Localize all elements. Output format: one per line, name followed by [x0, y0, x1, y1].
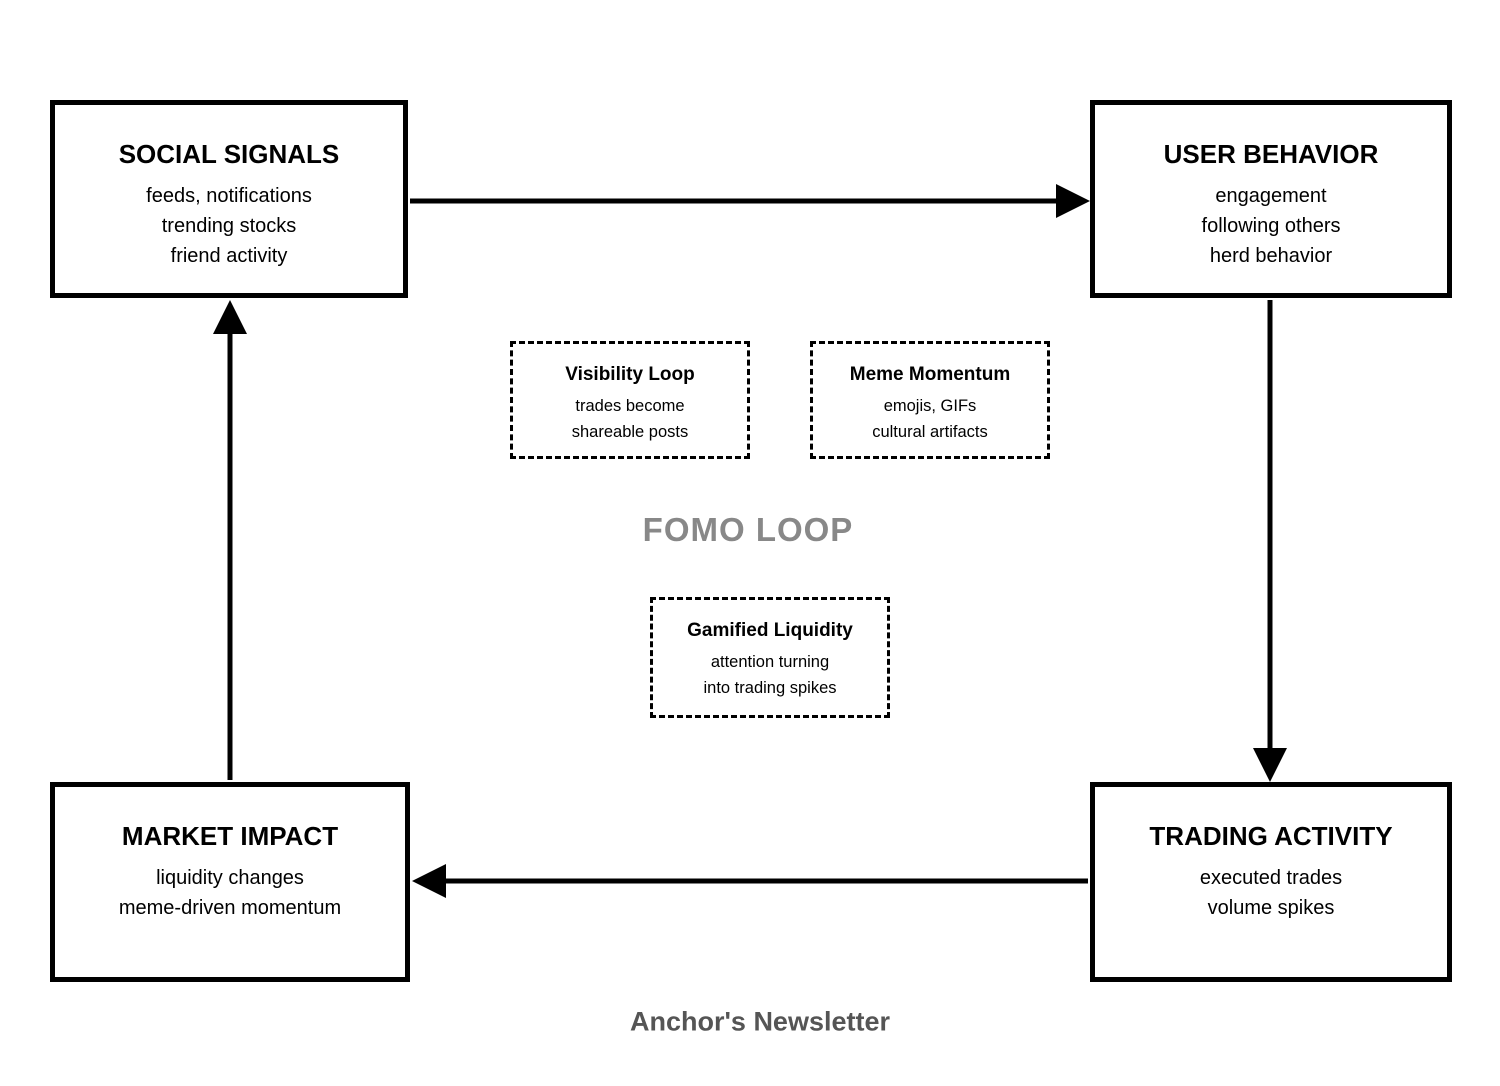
arrow-social-to-user — [410, 184, 1090, 218]
diagram-center-label: FOMO LOOP — [642, 511, 854, 548]
node-user-behavior: USER BEHAVIOR engagement following other… — [1090, 100, 1452, 298]
arrow-trading-to-market — [412, 864, 1088, 898]
annotation-meme-momentum-line: emojis, GIFs — [883, 397, 977, 415]
annotation-gamified-liquidity-title: Gamified Liquidity — [687, 620, 853, 641]
node-user-behavior-line: following others — [1201, 215, 1341, 237]
node-market-impact: MARKET IMPACT liquidity changes meme-dri… — [50, 782, 410, 982]
node-market-impact-line: meme-driven momentum — [118, 897, 342, 919]
annotation-meme-momentum: Meme Momentum emojis, GIFs cultural arti… — [810, 341, 1050, 459]
node-trading-activity-line: executed trades — [1199, 867, 1343, 889]
annotation-meme-momentum-title: Meme Momentum — [849, 364, 1011, 385]
arrow-market-to-social — [213, 300, 247, 780]
node-social-signals-line: trending stocks — [161, 215, 297, 237]
annotation-gamified-liquidity-line: attention turning — [710, 653, 830, 671]
node-market-impact-title: MARKET IMPACT — [121, 821, 339, 851]
annotation-visibility-loop-line: trades become — [575, 397, 685, 415]
diagram-footer-label: Anchor's Newsletter — [630, 1006, 890, 1037]
node-user-behavior-line: herd behavior — [1209, 245, 1333, 267]
node-trading-activity-title: TRADING ACTIVITY — [1149, 821, 1393, 851]
node-social-signals-line: feeds, notifications — [146, 185, 312, 207]
annotation-gamified-liquidity-line: into trading spikes — [703, 679, 837, 697]
node-user-behavior-title: USER BEHAVIOR — [1163, 139, 1379, 169]
node-social-signals-line: friend activity — [170, 245, 288, 267]
annotation-visibility-loop: Visibility Loop trades become shareable … — [510, 341, 750, 459]
annotation-gamified-liquidity: Gamified Liquidity attention turning int… — [650, 597, 890, 718]
annotation-meme-momentum-line: cultural artifacts — [872, 423, 988, 441]
node-user-behavior-line: engagement — [1215, 185, 1327, 207]
node-social-signals-title: SOCIAL SIGNALS — [118, 139, 340, 169]
node-social-signals: SOCIAL SIGNALS feeds, notifications tren… — [50, 100, 408, 298]
annotation-visibility-loop-title: Visibility Loop — [565, 364, 695, 385]
node-market-impact-line: liquidity changes — [156, 867, 304, 889]
arrow-user-to-trading — [1253, 300, 1287, 782]
annotation-visibility-loop-line: shareable posts — [571, 423, 689, 441]
node-trading-activity-line: volume spikes — [1207, 897, 1335, 919]
node-trading-activity: TRADING ACTIVITY executed trades volume … — [1090, 782, 1452, 982]
